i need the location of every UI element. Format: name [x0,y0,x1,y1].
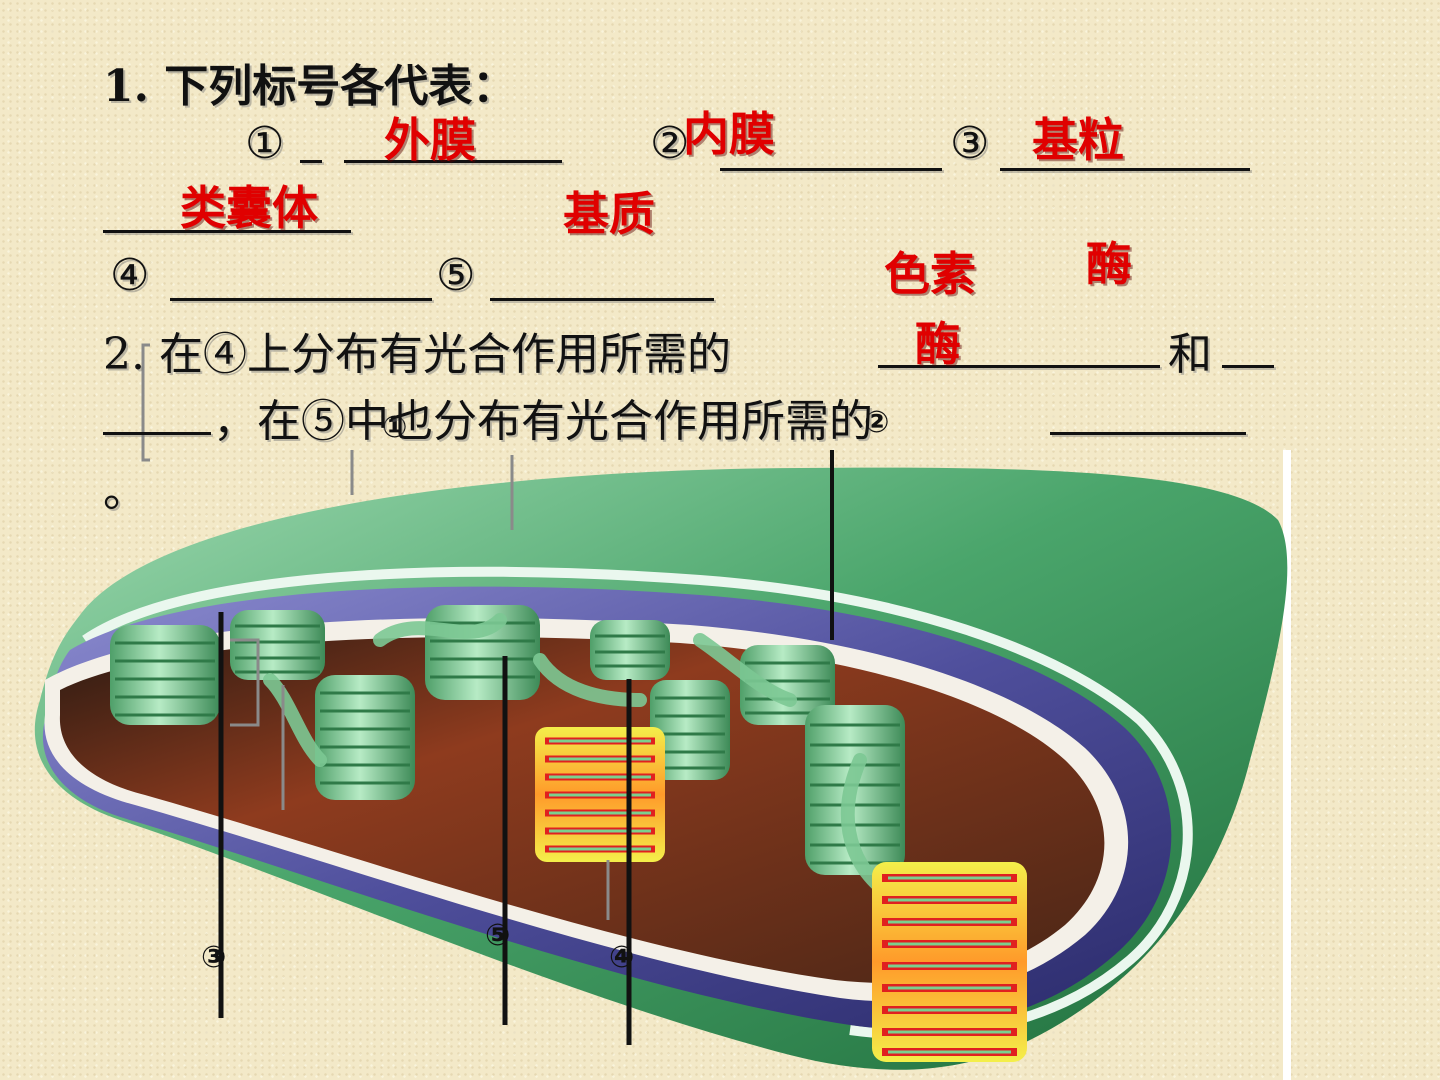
question1-mark-4: ④ [110,250,150,301]
granum [590,620,670,680]
granum [110,625,220,725]
question2-and: 和 [1168,329,1212,380]
answer-stroma: 基质 [563,187,655,241]
question1-mark-2: ② [650,118,690,169]
label-leader-lines [218,450,834,1045]
question1-mark-5: ⑤ [436,250,476,301]
blank-1 [344,160,562,163]
answer-enzyme-stroma: 酶 [1086,237,1132,291]
grana-group [110,605,907,907]
answer-thylakoid: 类囊体 [180,181,318,235]
diagram-label-5: ⑤ [485,918,511,953]
faint-leaders [141,343,610,920]
question2-line2: ，在⑤中也分布有光合作用所需的 [213,396,873,447]
answer-pigment: 色素 [884,247,976,301]
intermembrane-space [82,566,1193,1040]
granum [425,605,540,700]
question2-end: 。 [103,466,147,517]
diagram-label-3: ③ [201,940,227,975]
blank-enzyme-1-cont [103,432,211,435]
answer-grana: 基粒 [1032,113,1124,167]
diagram-label-4: ④ [609,940,635,975]
question1-mark-1: ① [245,118,285,169]
blank-enzyme-2 [1050,432,1246,435]
blank-enzyme-1 [1222,365,1274,368]
granum [230,610,325,680]
question2-line1: 2. 在④上分布有光合作用所需的 [103,329,731,380]
question1-heading: 1. 下列标号各代表： [103,61,517,112]
blank-1a [300,160,322,163]
thylakoid-cut-stack [535,727,665,862]
answer-inner-membrane: 内膜 [683,107,775,161]
blank-pigment [878,365,1160,368]
blank-3-cont [103,230,351,233]
image-edge [1283,450,1291,1080]
granum [650,680,730,780]
blank-5 [490,298,714,301]
diagram-label-2: ② [864,405,890,440]
blank-3 [1000,168,1250,171]
thylakoid-cut-stack [872,862,1027,1062]
question1-mark-3: ③ [950,118,990,169]
answer-enzyme-thylakoid: 酶 [915,317,961,371]
diagram-label-1: ① [382,410,408,445]
granum [740,645,835,725]
blank-4 [170,298,432,301]
answer-outer-membrane: 外膜 [384,113,476,167]
blank-2 [720,168,942,171]
granum [315,675,415,800]
